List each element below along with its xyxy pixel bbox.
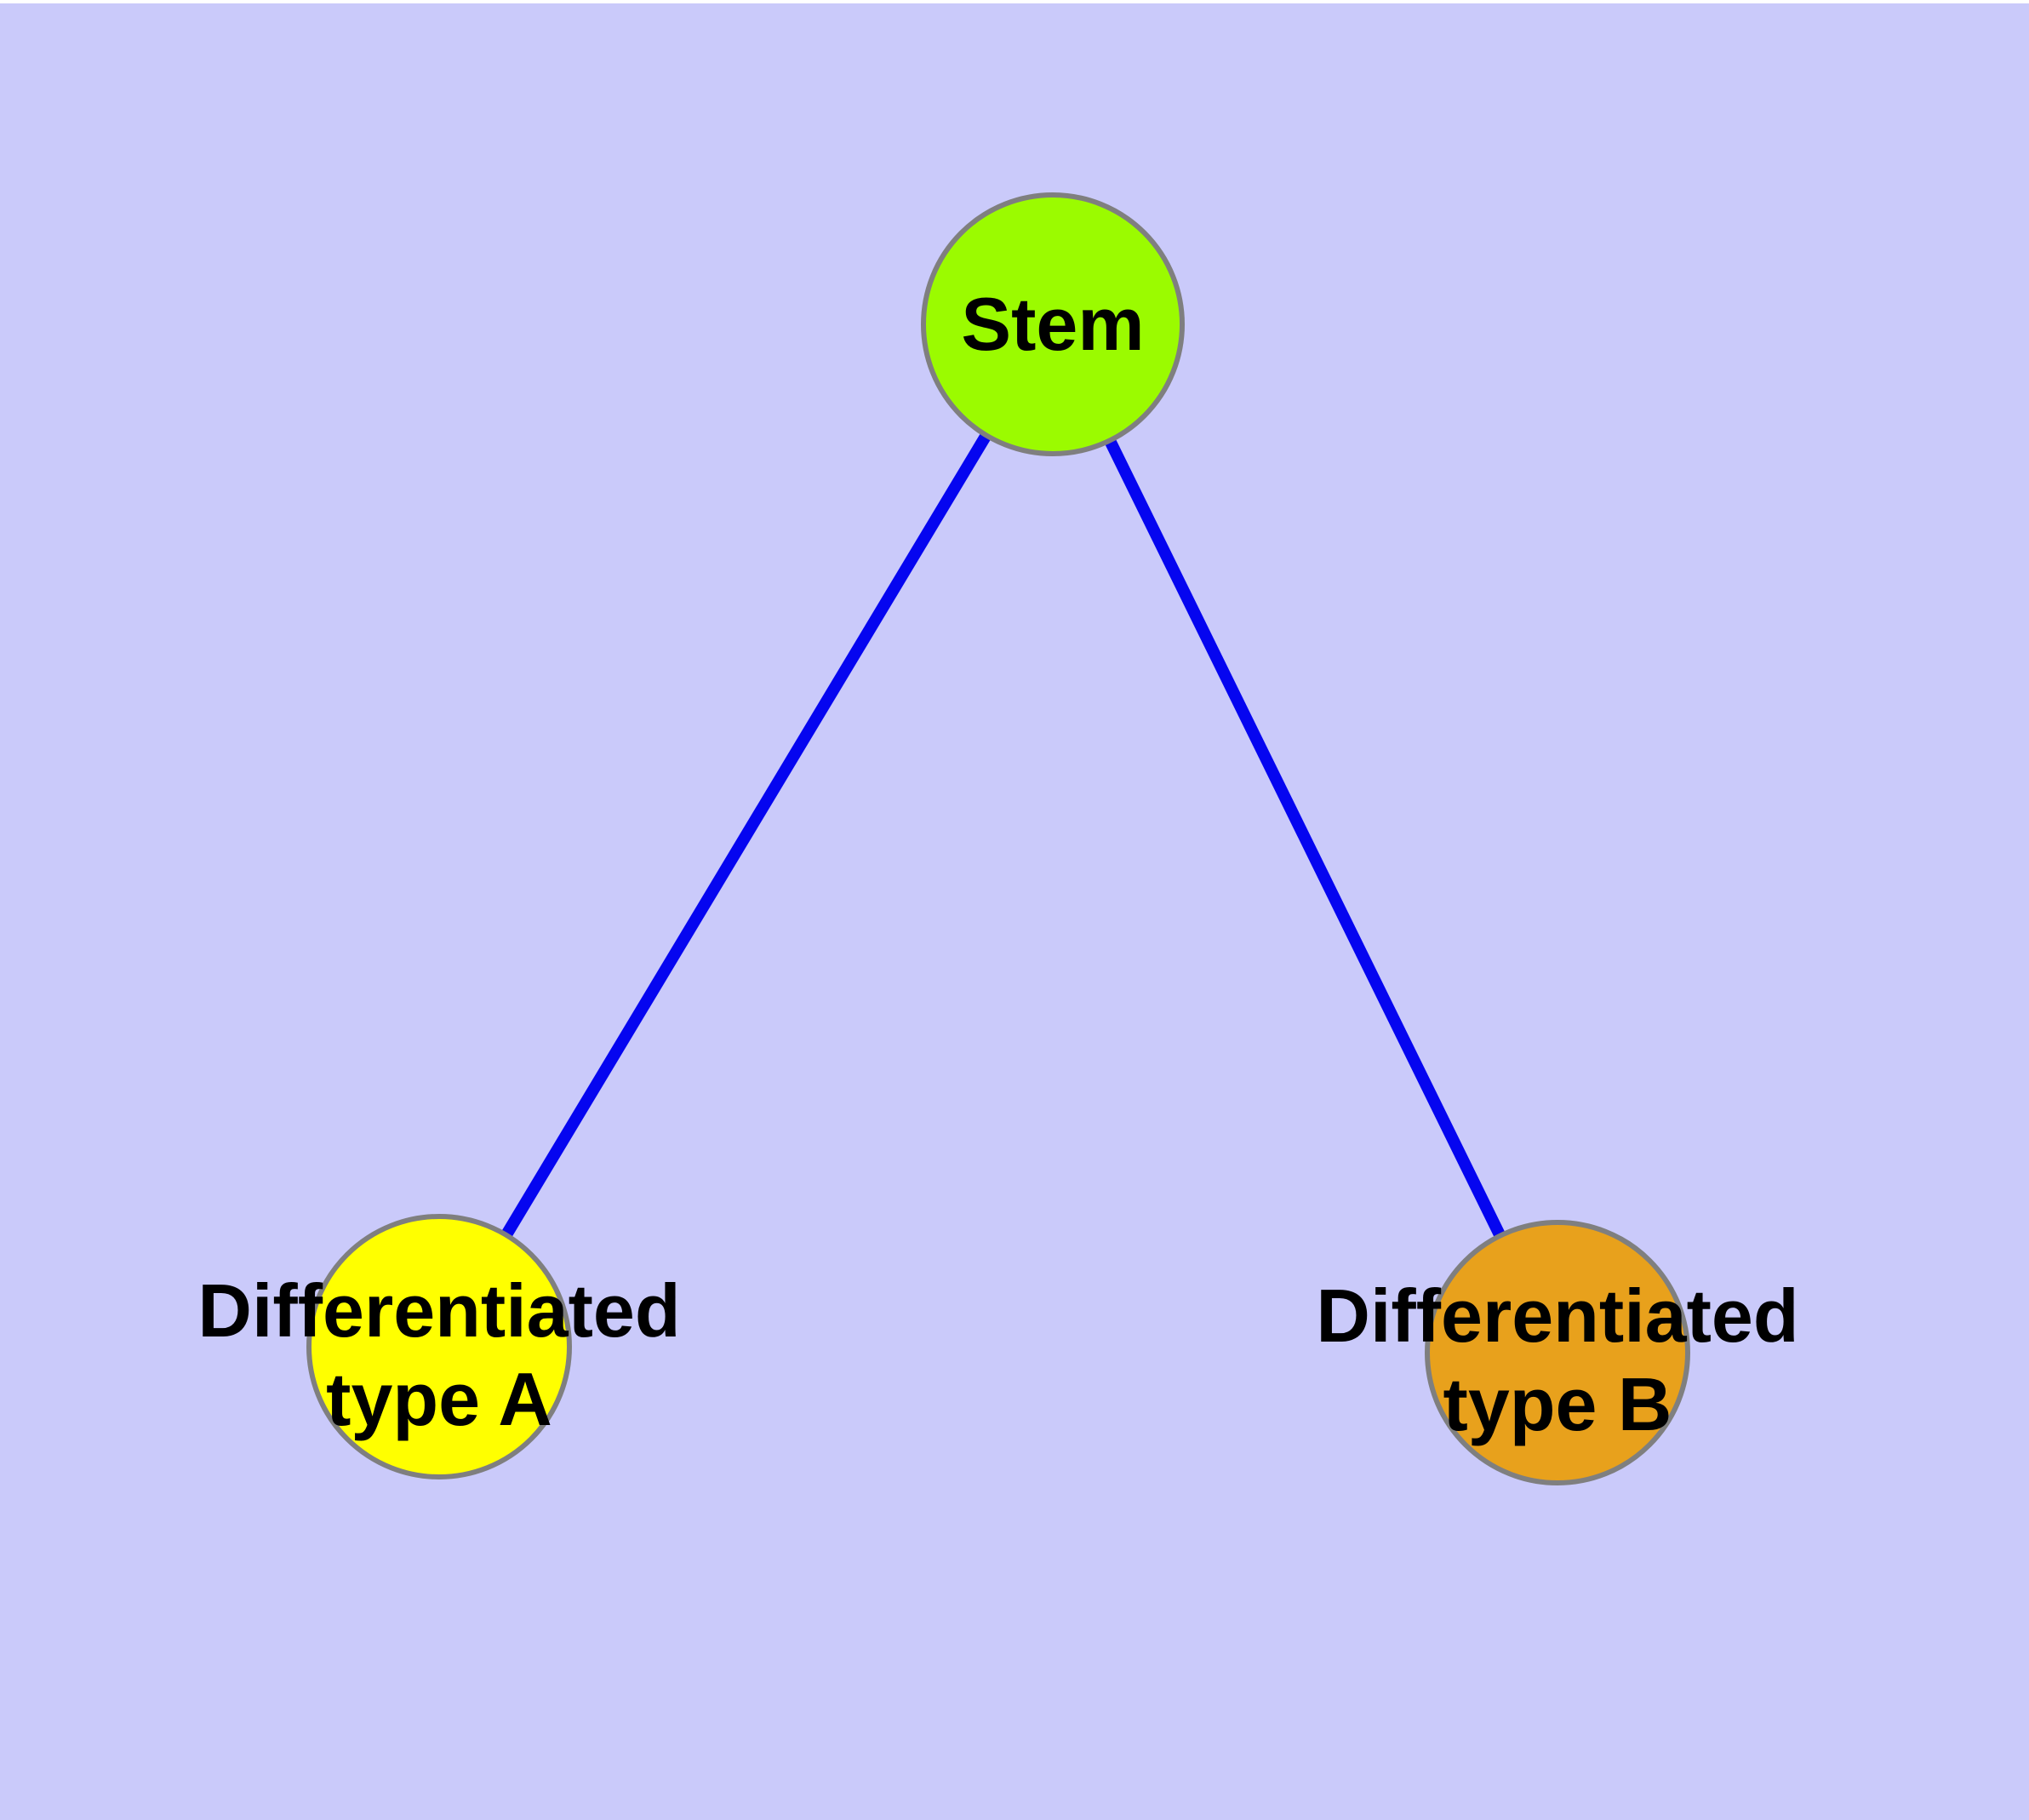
- node-stem: [921, 192, 1185, 456]
- edge-stem-to-type-a: [433, 321, 1059, 1350]
- node-differentiated-type-a-label: Differentiated type A: [197, 1268, 681, 1441]
- node-stem-label: Stem: [961, 282, 1145, 367]
- node-differentiated-type-a: [306, 1214, 572, 1479]
- node-differentiated-type-b-label: Differentiated type B: [1316, 1273, 1799, 1446]
- edge-stem-to-type-b: [1047, 321, 1563, 1356]
- graph-svg: [306, 192, 1690, 1485]
- node-differentiated-type-b: [1425, 1220, 1690, 1485]
